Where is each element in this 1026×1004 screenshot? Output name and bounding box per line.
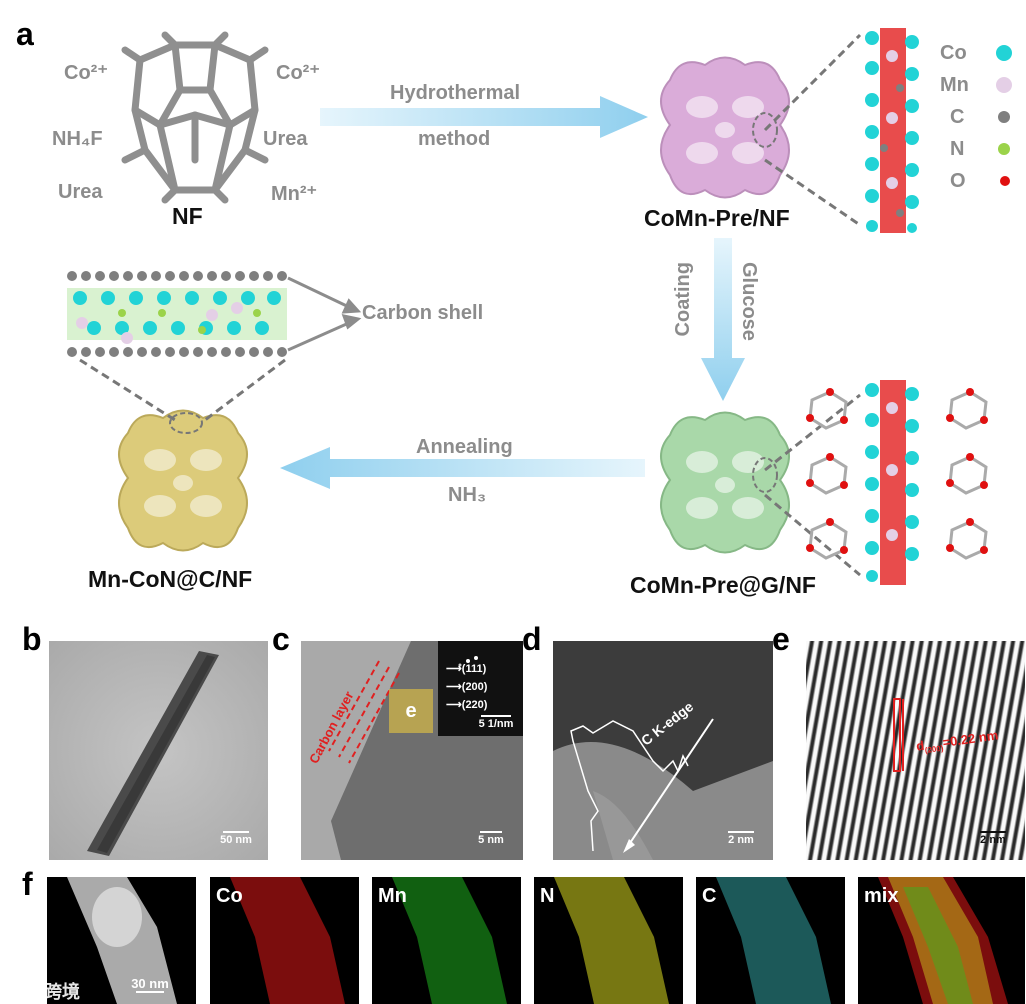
carbon-shell-crystal <box>62 268 292 360</box>
crystal-glucose-structure <box>800 380 1010 585</box>
legend-co-label: Co <box>940 42 967 64</box>
step2-left: Coating <box>672 262 695 336</box>
scalebar-c: 5 nm <box>471 831 511 846</box>
eds-map-co: Co <box>210 877 359 1004</box>
saed-scalebar: 5 1/nm <box>475 715 517 730</box>
precursor-left-2: NH₄F <box>52 128 103 151</box>
saed-scalebar-label: 5 1/nm <box>479 718 514 730</box>
crystal-structure-pre <box>860 28 925 233</box>
precursor-left-3: Urea <box>58 181 102 204</box>
watermark: 大数跨境 <box>8 978 80 1004</box>
atom-legend: Co Mn C N O <box>940 42 1026 202</box>
precursor-right-2: Urea <box>263 128 307 151</box>
legend-n-swatch <box>998 143 1010 155</box>
eds-map-mn: Mn <box>372 877 521 1004</box>
step2-right: Glucose <box>737 262 760 341</box>
zoom-lines-3 <box>60 355 310 425</box>
eds-map-mix: mix <box>858 877 1025 1004</box>
scalebar-c-label: 5 nm <box>478 834 504 846</box>
panel-label-d: d <box>522 623 542 655</box>
legend-mn-label: Mn <box>940 74 969 96</box>
saed-ring-200: ⟶(200) <box>446 678 487 696</box>
product3-label: Mn-CoN@C/NF <box>88 566 252 593</box>
precursor-right-3: Mn²⁺ <box>271 181 317 206</box>
stem-eels-image-d: C K-edge 2 nm <box>553 641 773 860</box>
eds-label-mix: mix <box>864 885 898 908</box>
legend-co-swatch <box>996 45 1012 61</box>
legend-o-label: O <box>940 170 966 192</box>
scalebar-f: 30 nm <box>127 976 173 994</box>
legend-c-label: C <box>940 106 964 128</box>
panel-label-c: c <box>272 623 290 655</box>
scalebar-e: 2 nm <box>973 831 1013 846</box>
step1-top: Hydrothermal <box>390 82 520 105</box>
panel-label-a: a <box>16 18 34 50</box>
scalebar-b-label: 50 nm <box>220 834 252 846</box>
legend-c-swatch <box>998 111 1010 123</box>
lattice-fringe-image-e: d(200)=0.22 nm 2 nm <box>806 641 1025 860</box>
eds-label-c: C <box>702 885 716 908</box>
scalebar-f-label: 30 nm <box>131 976 169 991</box>
panel-label-b: b <box>22 623 42 655</box>
saed-ring-220: ⟶(220) <box>446 696 487 714</box>
legend-o-swatch <box>1000 176 1010 186</box>
legend-mn-swatch <box>996 77 1012 93</box>
saed-inset: ⟶(111) ⟶(200) ⟶(220) 5 1/nm <box>438 641 523 736</box>
nf-label: NF <box>172 203 203 230</box>
eds-label-mn: Mn <box>378 885 407 908</box>
fft-region-box[interactable]: e <box>389 689 433 733</box>
scalebar-b: 50 nm <box>216 831 256 846</box>
hrtem-image-c: Carbon layer e ⟶(111) ⟶(200) ⟶(220) 5 1/… <box>301 641 523 860</box>
eds-label-n: N <box>540 885 554 908</box>
step1-bottom: method <box>418 128 490 151</box>
scalebar-d-label: 2 nm <box>728 834 754 846</box>
panel-label-f: f <box>22 868 33 900</box>
carbon-shell-label: Carbon shell <box>362 302 483 325</box>
zoom-lines-1 <box>760 30 870 230</box>
step3-top: Annealing <box>416 436 513 459</box>
panel-label-e: e <box>772 623 790 655</box>
nickel-foam-skeleton <box>120 30 270 205</box>
eds-label-co: Co <box>216 885 243 908</box>
precursor-right-1: Co²⁺ <box>276 60 320 85</box>
tem-image-b: 50 nm <box>49 641 268 860</box>
scalebar-d: 2 nm <box>721 831 761 846</box>
fft-region-label: e <box>405 700 416 722</box>
carbon-shell-pointer-arrows <box>286 270 366 355</box>
scalebar-e-label: 2 nm <box>980 834 1006 846</box>
eds-map-c: C <box>696 877 845 1004</box>
precursor-left-1: Co²⁺ <box>64 60 108 85</box>
step3-bottom: NH₃ <box>448 484 486 507</box>
saed-ring-111: ⟶(111) <box>446 660 487 678</box>
eds-map-n: N <box>534 877 683 1004</box>
legend-n-label: N <box>940 138 964 160</box>
